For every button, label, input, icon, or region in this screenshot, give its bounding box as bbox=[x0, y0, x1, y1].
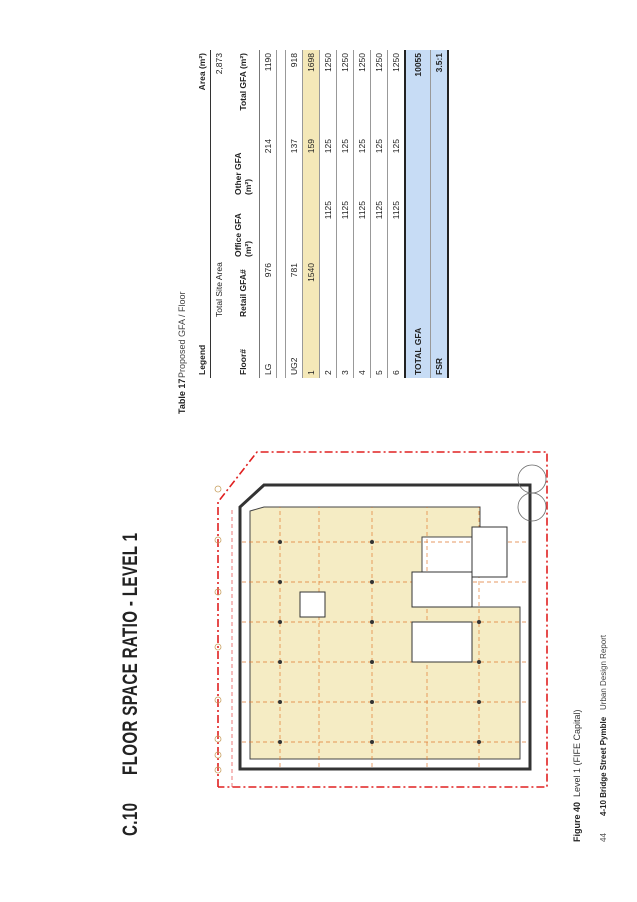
other-cell: 125 bbox=[336, 136, 354, 198]
retail-cell: 1540 bbox=[302, 260, 320, 320]
lift-core-a bbox=[411, 621, 473, 663]
header-row: Floor# Retail GFA# Office GFA (m²) Other… bbox=[227, 50, 260, 378]
total-cell: 1698 bbox=[302, 50, 320, 136]
site-area-label: Total Site Area bbox=[214, 262, 224, 317]
grid-markers bbox=[214, 485, 222, 774]
total-cell: 1250 bbox=[336, 50, 354, 136]
floor-cell: 3 bbox=[336, 320, 354, 378]
fsr-row: FSR 3.5:1 bbox=[430, 50, 448, 378]
footer-project: 4-10 Bridge Street Pymble bbox=[599, 716, 608, 816]
floor-cell: UG2 bbox=[285, 320, 303, 378]
floor-cell: LG bbox=[259, 320, 277, 378]
table-row: 3 1125 125 1250 bbox=[336, 50, 354, 378]
legend-label: Legend bbox=[194, 320, 211, 378]
floor-cell: 1 bbox=[302, 320, 320, 378]
tree-symbol bbox=[517, 492, 547, 522]
fsr-label: FSR bbox=[430, 320, 448, 378]
office-cell: 1125 bbox=[319, 198, 337, 260]
other-cell: 159 bbox=[302, 136, 320, 198]
lift-core-b bbox=[411, 571, 473, 608]
office-cell: 1125 bbox=[370, 198, 388, 260]
floor-cell: 6 bbox=[387, 320, 405, 378]
page-number: 44 bbox=[599, 833, 608, 842]
total-cell: 1250 bbox=[353, 50, 371, 136]
col-header: Other GFA (m²) bbox=[227, 136, 260, 198]
table-caption: Proposed GFA / Floor bbox=[177, 291, 187, 378]
office-cell: 1125 bbox=[336, 198, 354, 260]
retail-cell: 781 bbox=[285, 260, 303, 320]
table-row-highlighted: 1 1540 159 1698 bbox=[302, 50, 320, 378]
building-outline bbox=[238, 483, 532, 771]
total-cell: 1190 bbox=[259, 50, 277, 136]
figure-label: Figure 40 bbox=[572, 801, 582, 842]
site-area-row: Total Site Area 2,873 bbox=[211, 50, 228, 378]
level-1-floor-plan bbox=[214, 451, 548, 788]
site-boundary bbox=[217, 451, 548, 788]
table-label: Table 17 bbox=[177, 378, 187, 414]
fsr-value: 3.5:1 bbox=[430, 50, 448, 136]
figure-caption: Level 1 (FIFE Capital) bbox=[572, 709, 582, 797]
col-header: Retail GFA# bbox=[227, 260, 260, 320]
retail-cell bbox=[319, 260, 337, 320]
office-cell bbox=[259, 198, 277, 260]
total-value: 10055 bbox=[405, 50, 431, 136]
total-cell: 1250 bbox=[319, 50, 337, 136]
other-cell: 125 bbox=[370, 136, 388, 198]
total-label: TOTAL GFA bbox=[405, 320, 431, 378]
table-row: UG2 781 137 918 bbox=[285, 50, 303, 378]
table-row: 6 1125 125 1250 bbox=[387, 50, 405, 378]
retail-cell bbox=[336, 260, 354, 320]
columns bbox=[278, 540, 481, 744]
floor-cell: 2 bbox=[319, 320, 337, 378]
col-header: Total GFA (m²) bbox=[227, 50, 260, 136]
total-cell: 1250 bbox=[387, 50, 405, 136]
table-row: LG 976 214 1190 bbox=[259, 50, 277, 378]
stair-core bbox=[471, 526, 508, 578]
col-header: Floor# bbox=[227, 320, 260, 378]
total-cell: 1250 bbox=[370, 50, 388, 136]
retail-cell bbox=[387, 260, 405, 320]
other-cell: 137 bbox=[285, 136, 303, 198]
floor-plate bbox=[249, 506, 521, 760]
floor-cell: 5 bbox=[370, 320, 388, 378]
total-row: TOTAL GFA 10055 bbox=[405, 50, 431, 378]
other-cell: 214 bbox=[259, 136, 277, 198]
gfa-table: Legend Area (m²) Total Site Area 2,873 F… bbox=[194, 50, 449, 378]
area-label: Area (m²) bbox=[194, 50, 211, 136]
retail-cell: 976 bbox=[259, 260, 277, 320]
total-cell: 918 bbox=[285, 50, 303, 136]
table-row: 2 1125 125 1250 bbox=[319, 50, 337, 378]
site-area-value: 2,873 bbox=[214, 53, 224, 75]
office-cell bbox=[302, 198, 320, 260]
table-row: 5 1125 125 1250 bbox=[370, 50, 388, 378]
tree-symbol bbox=[517, 464, 547, 494]
section-title: FLOOR SPACE RATIO - LEVEL 1 bbox=[119, 532, 142, 775]
section-number: C.10 bbox=[119, 802, 142, 836]
retail-cell bbox=[370, 260, 388, 320]
other-cell: 125 bbox=[387, 136, 405, 198]
other-cell: 125 bbox=[353, 136, 371, 198]
footer-document: Urban Design Report bbox=[599, 634, 608, 710]
floor-cell: 4 bbox=[353, 320, 371, 378]
retail-cell bbox=[353, 260, 371, 320]
office-cell: 1125 bbox=[387, 198, 405, 260]
office-cell: 1125 bbox=[353, 198, 371, 260]
table-row: 4 1125 125 1250 bbox=[353, 50, 371, 378]
office-cell bbox=[285, 198, 303, 260]
legend-row: Legend Area (m²) bbox=[194, 50, 211, 378]
core-small bbox=[299, 591, 326, 618]
other-cell: 125 bbox=[319, 136, 337, 198]
spacer-row bbox=[276, 50, 286, 378]
col-header: Office GFA (m²) bbox=[227, 198, 260, 260]
